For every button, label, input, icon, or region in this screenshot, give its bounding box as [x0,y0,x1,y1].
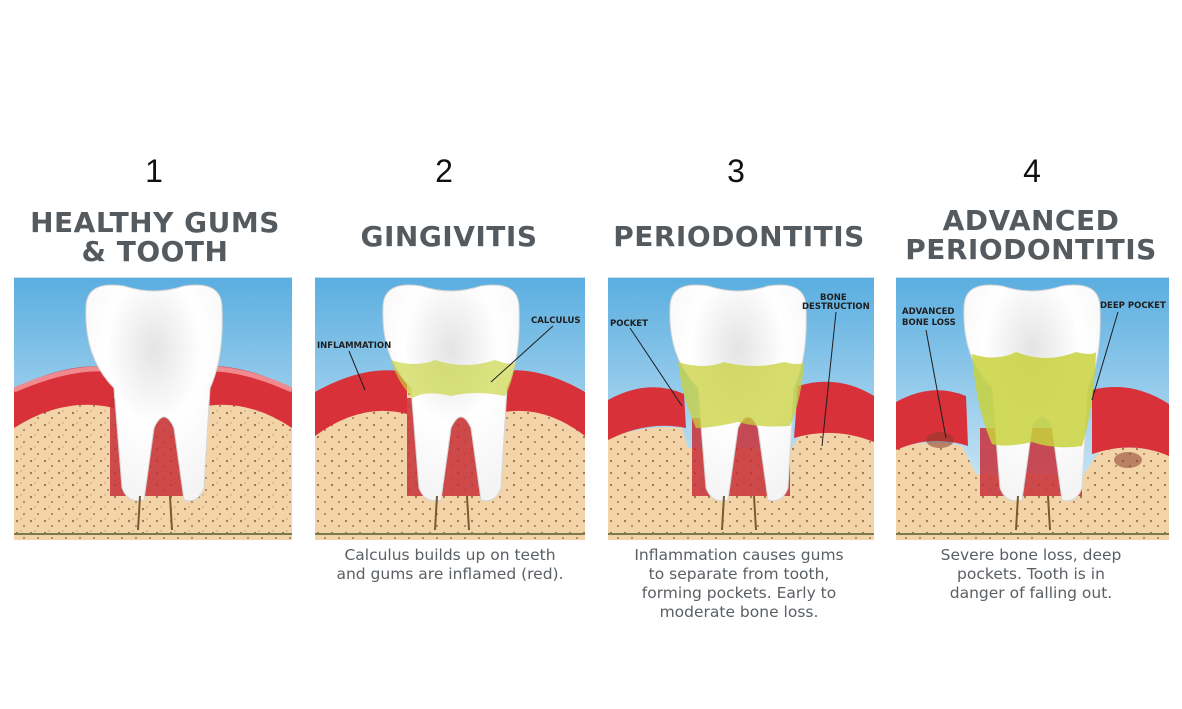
stage-title: ADVANCED PERIODONTITIS [896,206,1166,264]
label-bone: BONE [820,293,847,303]
stage-caption: Calculus builds up on teeth and gums are… [315,546,585,584]
label-bone-loss: BONE LOSS [902,318,956,328]
title-line: PERIODONTITIS [613,220,865,253]
diagram-panel-gingivitis: INFLAMMATION CALCULUS [315,277,585,540]
advanced-bone-loss-pointer [925,329,947,439]
label-pocket: POCKET [610,319,648,329]
stage-number: 4 [1023,153,1041,189]
bone-destruction-pointer [821,311,837,447]
advanced-periodontitis-illustration: ADVANCED BONE LOSS DEEP POCKET [896,278,1169,540]
stage-caption: Inflammation causes gums to separate fro… [604,546,874,622]
diagram-panel-healthy [14,277,292,540]
title-line: GINGIVITIS [360,220,538,253]
caption-line: Calculus builds up on teeth [344,546,556,564]
caption-line: pockets. Tooth is in [957,565,1105,583]
healthy-tooth-illustration [14,278,292,540]
stage-title: HEALTHY GUMS & TOOTH [20,208,290,266]
stage-title: PERIODONTITIS [604,222,874,251]
inflammation-pointer [348,350,366,391]
title-line: ADVANCED [942,204,1120,237]
pocket-pointer [629,327,683,407]
stage-number: 3 [727,153,745,189]
stage-number: 1 [145,153,163,189]
label-destruction: DESTRUCTION [802,302,870,312]
caption-line: to separate from tooth, [648,565,830,583]
caption-line: danger of falling out. [949,584,1113,602]
caption-line: and gums are inflamed (red). [336,565,564,583]
caption-line: Severe bone loss, deep [940,546,1122,564]
title-line: HEALTHY GUMS [30,206,280,239]
caption-line: moderate bone loss. [659,603,819,621]
periodontitis-illustration: POCKET BONE DESTRUCTION [608,278,874,540]
gingivitis-illustration: INFLAMMATION CALCULUS [315,278,585,540]
stage-number: 2 [435,153,453,189]
title-line: PERIODONTITIS [905,233,1157,266]
diagram-panel-advanced-periodontitis: ADVANCED BONE LOSS DEEP POCKET [896,277,1169,540]
label-advanced: ADVANCED [902,307,954,317]
caption-line: Inflammation causes gums [634,546,844,564]
label-deep-pocket: DEEP POCKET [1100,301,1166,311]
label-inflammation: INFLAMMATION [317,341,391,351]
title-line: & TOOTH [81,235,229,268]
deep-pocket-pointer [1091,311,1119,401]
stage-title: GINGIVITIS [314,222,584,251]
stage-caption: Severe bone loss, deep pockets. Tooth is… [896,546,1166,603]
label-calculus: CALCULUS [531,316,581,326]
diagram-panel-periodontitis: POCKET BONE DESTRUCTION [608,277,874,540]
calculus-pointer [490,325,554,383]
caption-line: forming pockets. Early to [641,584,837,602]
